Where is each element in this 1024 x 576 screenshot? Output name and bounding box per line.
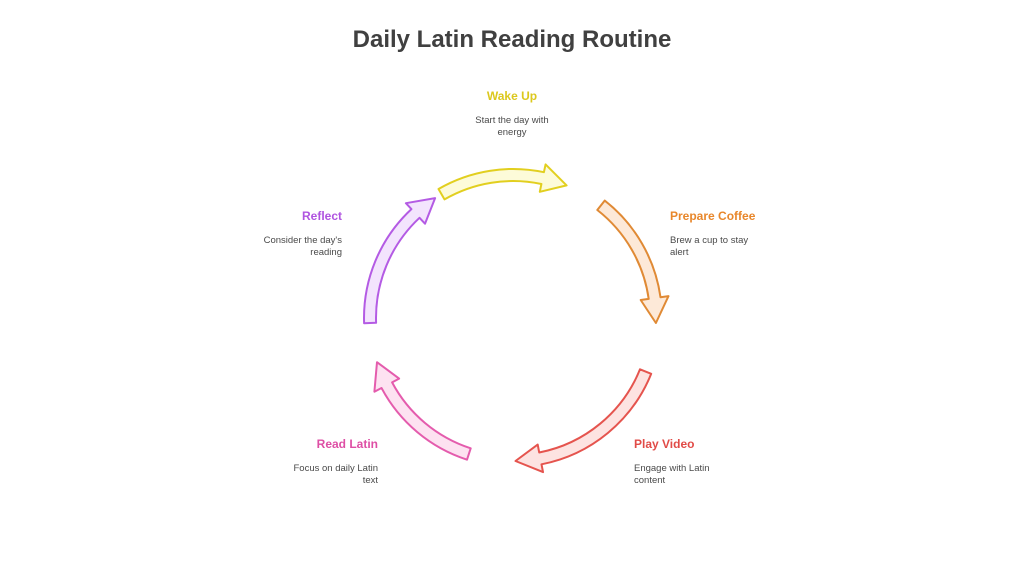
step-title-wake-up: Wake Up: [486, 89, 538, 103]
step-description-prepare-coffee: Brew a cup to stay alert: [670, 235, 749, 258]
step-title-reflect: Reflect: [301, 209, 342, 223]
arrow-read-latin: [373, 361, 472, 461]
step-title-play-video: Play Video: [634, 437, 695, 451]
step-title-read-latin: Read Latin: [316, 437, 378, 451]
step-description-read-latin: Focus on daily Latin text: [293, 463, 379, 486]
arrow-prepare-coffee: [596, 199, 670, 324]
step-description-play-video: Engage with Latin content: [634, 463, 710, 486]
arrow-reflect: [363, 197, 437, 325]
step-description-wake-up: Start the day with energy: [475, 115, 549, 138]
arrow-wake-up: [437, 163, 568, 201]
step-title-prepare-coffee: Prepare Coffee: [670, 209, 756, 223]
diagram-title: Daily Latin Reading Routine: [352, 26, 672, 53]
step-description-reflect: Consider the day's reading: [263, 235, 342, 258]
arrow-play-video: [514, 368, 653, 474]
